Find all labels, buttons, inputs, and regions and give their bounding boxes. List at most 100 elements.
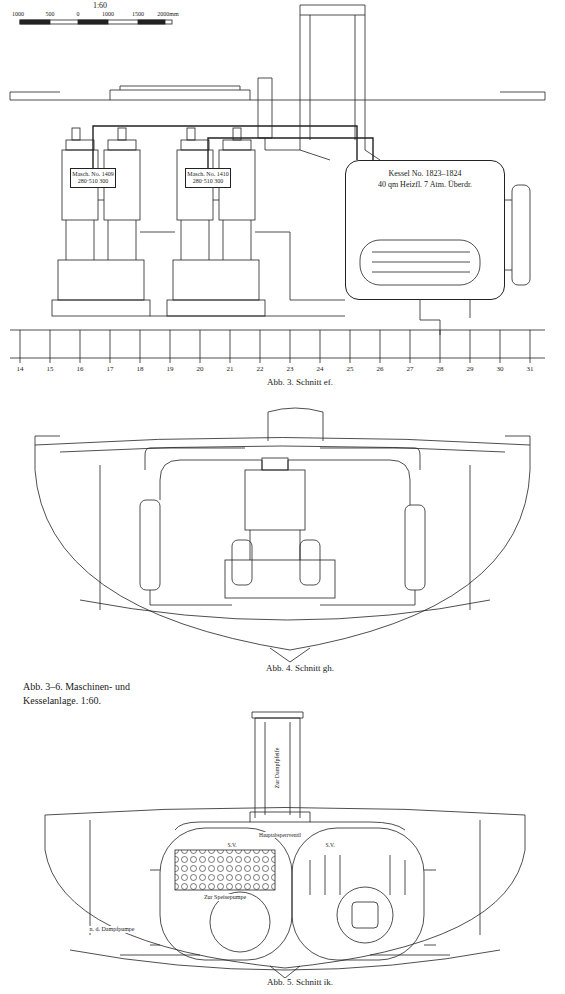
drawing-stroke — [337, 887, 393, 943]
drawing-stroke — [35, 445, 530, 650]
drawing-stroke — [310, 855, 405, 895]
drawing-stroke — [35, 436, 530, 445]
frame-tick — [140, 330, 141, 363]
drawing-stroke — [145, 448, 420, 605]
drawing-stroke — [225, 560, 335, 598]
longitudinal-section — [10, 5, 545, 358]
drawing-stroke — [175, 850, 275, 890]
drawing-stroke — [300, 540, 320, 585]
frame-number: 26 — [376, 366, 385, 374]
frame-number: 31 — [526, 366, 535, 374]
drawing-stroke — [80, 600, 490, 662]
frame-number: 24 — [316, 366, 325, 374]
frame-tick — [500, 330, 501, 363]
drawing-stroke — [10, 330, 545, 358]
label-text: S.V. — [324, 842, 335, 848]
label-text: 1:60 — [92, 2, 108, 11]
label-text: 1500 — [131, 11, 145, 18]
drawing-stroke — [232, 540, 252, 585]
label-text: Abb. 3. Schnitt ef. — [266, 378, 334, 388]
drawing-stroke — [140, 500, 160, 590]
drawing-stroke — [160, 828, 292, 960]
frame-tick — [20, 330, 21, 363]
label-text: Abb. 4. Schnitt gh. — [265, 664, 335, 674]
frame-tick — [350, 330, 351, 363]
drawing-stroke — [420, 300, 470, 335]
engine-label: Masch. No. 1409 280·510 300 — [70, 168, 116, 188]
drawing-stroke — [120, 870, 450, 955]
frame-tick — [50, 330, 51, 363]
frame-number: 23 — [286, 366, 295, 374]
frame-tick — [110, 330, 111, 363]
frame-tick — [80, 330, 81, 363]
label-text: Zur Speisepumpe — [203, 894, 247, 901]
cross-section-boiler — [45, 712, 525, 978]
drawing-stroke — [292, 828, 424, 960]
frame-tick — [410, 330, 411, 363]
drawing-stroke — [10, 92, 545, 100]
drawing-stroke — [78, 20, 108, 24]
frame-tick — [230, 330, 231, 363]
frame-tick — [320, 330, 321, 363]
drawing-stroke — [268, 408, 323, 441]
steam-pipe — [208, 138, 373, 168]
drawing-stroke — [140, 200, 512, 316]
drawing-stroke — [20, 20, 50, 24]
drawing-stroke — [100, 465, 470, 610]
frame-number: 20 — [196, 366, 205, 374]
drawing-stroke — [262, 458, 288, 470]
frame-number: 22 — [256, 366, 265, 374]
frame-tick — [260, 330, 261, 363]
label-text: Zur Dampfpfeife — [274, 747, 281, 790]
frame-number: 30 — [496, 366, 505, 374]
frame-number: 19 — [166, 366, 175, 374]
frame-number: 16 — [76, 366, 85, 374]
frame-number: 28 — [436, 366, 445, 374]
cross-section-engine — [35, 408, 530, 662]
frame-tick — [530, 330, 531, 363]
figure-caption: Abb. 3–6. Maschinen- und Kesselanlage. 1… — [22, 680, 174, 708]
drawing-stroke — [252, 712, 303, 818]
drawing-stroke — [20, 20, 172, 24]
boiler-body: Kessel No. 1823–182440 qm Heizfl. 7 Atm.… — [345, 160, 505, 300]
drawing-stroke — [110, 86, 250, 100]
drawing-stroke — [138, 20, 165, 24]
drawing-stroke — [405, 505, 425, 590]
frame-tick — [200, 330, 201, 363]
drawing-stroke — [300, 5, 380, 160]
frame-number: 27 — [406, 366, 415, 374]
label-text: n. d. Dampfpumpe — [89, 926, 136, 933]
scale-bar — [20, 20, 172, 24]
frame-number: 21 — [226, 366, 235, 374]
engine-label: Masch. No. 1410 280·510 300 — [185, 168, 231, 188]
frame-tick — [470, 330, 471, 363]
frame-tick — [290, 330, 291, 363]
node-text: Masch. No. 1409 280·510 300 — [72, 171, 114, 185]
steam-pipe — [93, 126, 357, 168]
frame-tick — [440, 330, 441, 363]
frame-ticks — [20, 330, 530, 363]
node-text: Masch. No. 1410 280·510 300 — [187, 171, 229, 185]
frame-number: 18 — [136, 366, 145, 374]
drawing-stroke — [45, 808, 525, 979]
drawing-stroke — [245, 470, 305, 530]
frame-number: 25 — [346, 366, 355, 374]
drawing-stroke — [52, 128, 150, 316]
drawing-stroke — [70, 820, 500, 970]
frame-tick — [380, 330, 381, 363]
frame-number: 17 — [106, 366, 115, 374]
label-text: 1000 — [101, 11, 115, 18]
node-text: Kessel No. 1823–1824 — [358, 169, 492, 178]
frame-number: 14 — [16, 366, 25, 374]
drawing-stroke — [167, 128, 265, 316]
label-text: 500 — [45, 11, 56, 18]
label-text: Abb. 5. Schnitt ik. — [266, 978, 334, 988]
label-text: Hauptabsperrventil — [258, 832, 302, 838]
drawing-stroke — [512, 185, 530, 285]
frame-tick — [170, 330, 171, 363]
frame-number: 29 — [466, 366, 475, 374]
drawing-stroke — [250, 530, 300, 560]
